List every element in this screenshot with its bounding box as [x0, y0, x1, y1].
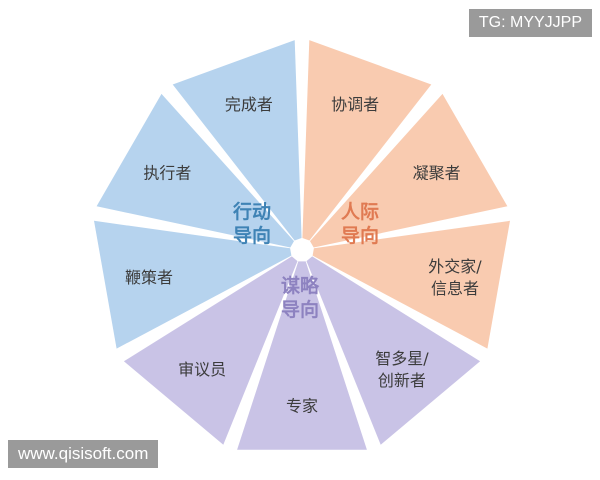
segment-9 — [172, 40, 302, 241]
group-label-strategy: 谋略导向 — [281, 274, 320, 321]
watermark-bottom: www.qisisoft.com — [8, 440, 159, 468]
segment-label-6: 审议员 — [178, 360, 226, 379]
segment-label-4: 智多星/创新者 — [375, 349, 429, 390]
segments-layer — [94, 40, 510, 450]
segment-label-1: 协调者 — [331, 95, 379, 114]
segment-8 — [96, 93, 294, 248]
segment-label-2: 凝聚者 — [413, 163, 461, 182]
segment-label-5: 专家 — [286, 396, 318, 415]
segment-label-3: 外交家/信息者 — [428, 257, 482, 298]
segment-7 — [94, 220, 292, 349]
segment-5 — [237, 261, 367, 450]
segment-1 — [302, 40, 432, 241]
segment-3 — [312, 220, 510, 349]
segment-6 — [123, 256, 298, 445]
group-label-people: 人际导向 — [341, 201, 379, 247]
segment-2 — [310, 93, 508, 248]
segment-4 — [306, 256, 481, 445]
watermark-top: TG: MYYJJPP — [468, 9, 592, 37]
segment-label-8: 执行者 — [143, 163, 191, 182]
segment-label-7: 鞭策者 — [125, 268, 173, 287]
segment-label-9: 完成者 — [225, 95, 273, 114]
group-label-action: 行动导向 — [232, 200, 271, 247]
